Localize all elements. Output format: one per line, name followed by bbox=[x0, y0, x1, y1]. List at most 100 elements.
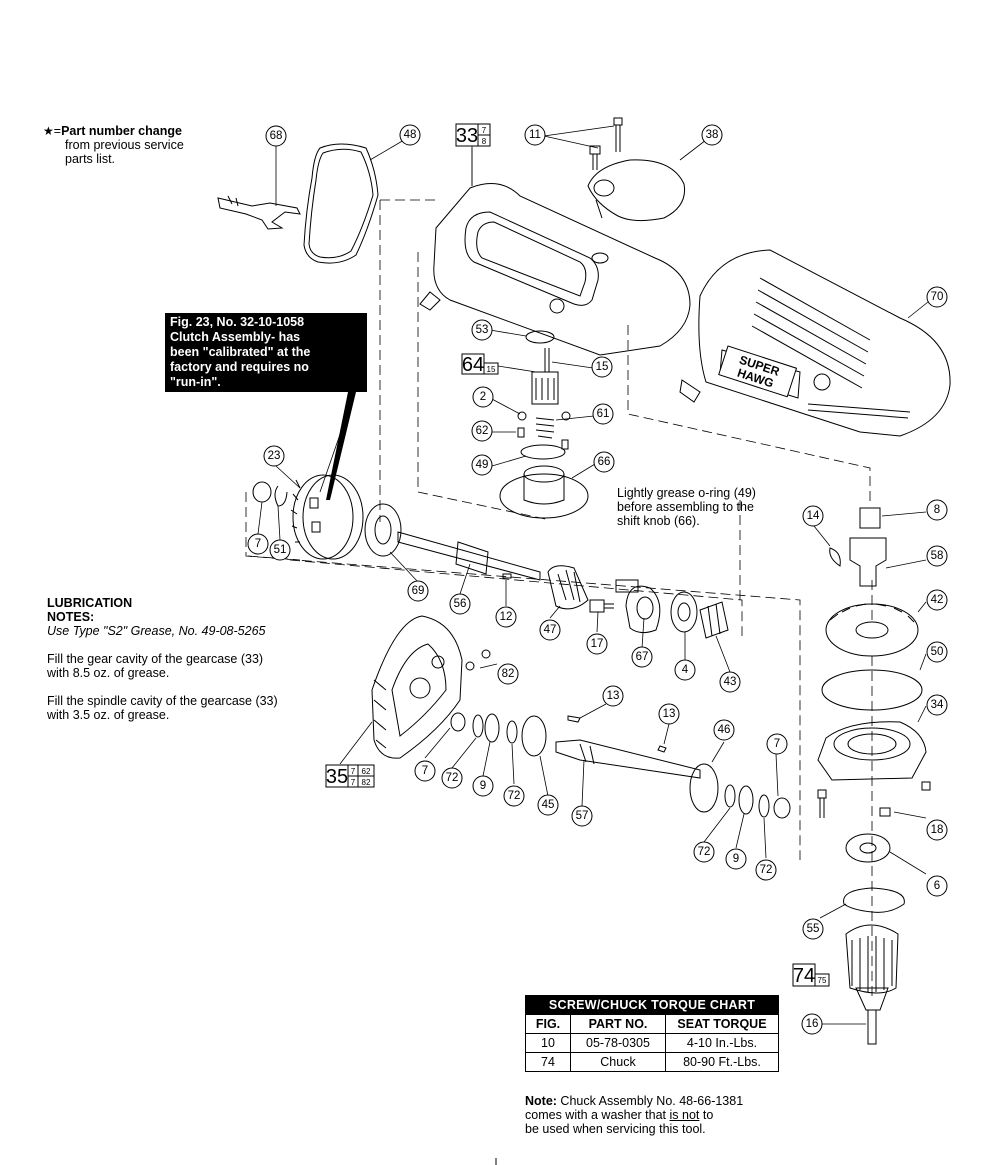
svg-text:61: 61 bbox=[597, 408, 610, 420]
callout-55: 55 bbox=[802, 918, 824, 940]
callout-72-d: 72 bbox=[755, 859, 777, 881]
callout-38: 38 bbox=[701, 124, 723, 146]
svg-text:4: 4 bbox=[682, 664, 689, 676]
table-cell: 4-10 In.-Lbs. bbox=[665, 1033, 779, 1053]
svg-text:45: 45 bbox=[542, 799, 555, 811]
part-66-shift-knob-base bbox=[499, 465, 589, 519]
svg-text:23: 23 bbox=[268, 450, 281, 462]
svg-text:75: 75 bbox=[818, 976, 827, 985]
svg-text:70: 70 bbox=[931, 291, 944, 303]
callout-53: 53 bbox=[471, 319, 493, 341]
ref-box-74: 74 75 bbox=[792, 963, 830, 987]
svg-text:62: 62 bbox=[476, 425, 489, 437]
clutch-note-line-3: been "calibrated" at the bbox=[170, 345, 311, 359]
clutch-calibration-note: Fig. 23, No. 32-10-1058 Clutch Assembly-… bbox=[165, 313, 367, 392]
legend-title: Part number change bbox=[61, 124, 182, 138]
chuck-note-emphasis: is not bbox=[669, 1108, 700, 1122]
callout-67: 67 bbox=[631, 646, 653, 668]
svg-text:33: 33 bbox=[456, 125, 478, 147]
callout-23: 23 bbox=[263, 445, 285, 467]
svg-text:7: 7 bbox=[255, 538, 261, 550]
torque-header-part-no: PART NO. bbox=[570, 1014, 666, 1034]
chuck-note-text-3: to bbox=[699, 1108, 714, 1122]
callout-43: 43 bbox=[719, 671, 741, 693]
callout-9-b: 9 bbox=[725, 848, 747, 870]
svg-text:15: 15 bbox=[487, 365, 496, 374]
svg-text:7: 7 bbox=[774, 738, 780, 750]
svg-text:62: 62 bbox=[362, 767, 371, 776]
table-cell: 74 bbox=[525, 1052, 571, 1072]
legend-line-3: parts list. bbox=[65, 152, 116, 166]
clutch-note-line-5: "run-in". bbox=[170, 375, 221, 389]
ref-box-64: 64 15 bbox=[461, 353, 499, 376]
part-6-bearing bbox=[845, 833, 891, 863]
callout-68: 68 bbox=[265, 125, 287, 147]
chuck-note-text-1: Chuck Assembly No. 48-66-1381 bbox=[556, 1094, 744, 1108]
callout-72-a: 72 bbox=[441, 767, 463, 789]
svg-text:42: 42 bbox=[931, 594, 944, 606]
torque-header-fig: FIG. bbox=[525, 1014, 571, 1034]
svg-text:51: 51 bbox=[274, 544, 287, 556]
svg-text:15: 15 bbox=[596, 361, 609, 373]
svg-text:18: 18 bbox=[931, 824, 944, 836]
legend-equals: = bbox=[53, 124, 62, 138]
svg-text:46: 46 bbox=[718, 724, 731, 736]
callout-70: 70 bbox=[926, 286, 948, 308]
clutch-note-line-1: Fig. 23, No. 32-10-1058 bbox=[170, 315, 305, 329]
callout-62: 62 bbox=[471, 420, 493, 442]
callout-66: 66 bbox=[593, 451, 615, 473]
svg-text:43: 43 bbox=[724, 676, 737, 688]
grease-note-line-2: before assembling to the bbox=[617, 500, 754, 514]
svg-text:17: 17 bbox=[591, 638, 604, 650]
callout-7-right: 7 bbox=[766, 733, 788, 755]
svg-text:53: 53 bbox=[476, 324, 489, 336]
svg-text:68: 68 bbox=[270, 130, 283, 142]
gear-cavity-line-2: with 8.5 oz. of grease. bbox=[47, 666, 170, 680]
callout-13-left: 13 bbox=[602, 685, 624, 707]
clutch-note-line-4: factory and requires no bbox=[170, 360, 309, 374]
spindle-cavity-line-1: Fill the spindle cavity of the gearcase … bbox=[47, 694, 278, 708]
part-35-gearcase-cover bbox=[371, 615, 463, 759]
part-57-spindle bbox=[555, 739, 701, 779]
part-68-clip bbox=[217, 195, 301, 230]
callout-11: 11 bbox=[524, 124, 546, 146]
callout-17: 17 bbox=[586, 633, 608, 655]
part-4-bearing bbox=[670, 591, 698, 633]
chuck-note-text-2: comes with a washer that bbox=[525, 1108, 670, 1122]
housing-badge: SUPER HAWG bbox=[718, 345, 798, 398]
svg-text:82: 82 bbox=[362, 778, 371, 787]
part-33-gearcase bbox=[419, 183, 691, 356]
grease-note-line-3: shift knob (66). bbox=[617, 514, 700, 528]
o-ring-grease-note: Lightly grease o-ring (49) before assemb… bbox=[617, 486, 779, 528]
callout-12: 12 bbox=[495, 606, 517, 628]
clutch-note-line-2: Clutch Assembly- has bbox=[170, 330, 301, 344]
part-70-motor-housing bbox=[679, 249, 951, 437]
callout-13-right: 13 bbox=[658, 703, 680, 725]
svg-text:7: 7 bbox=[351, 767, 356, 776]
torque-chart-table: SCREW/CHUCK TORQUE CHART FIG. PART NO. S… bbox=[525, 995, 779, 1072]
svg-text:38: 38 bbox=[706, 129, 719, 141]
table-row: 10 05-78-0305 4-10 In.-Lbs. bbox=[525, 1033, 779, 1053]
svg-text:9: 9 bbox=[480, 780, 486, 792]
part-48-gasket bbox=[303, 143, 379, 264]
part-58-pinion-shaft bbox=[849, 537, 887, 587]
svg-text:8: 8 bbox=[482, 137, 487, 146]
callout-48: 48 bbox=[399, 124, 421, 146]
callout-15: 15 bbox=[591, 356, 613, 378]
svg-text:7: 7 bbox=[482, 126, 487, 135]
callout-46: 46 bbox=[713, 719, 735, 741]
part-74-chuck bbox=[845, 924, 899, 1011]
part-53-retaining-ring bbox=[525, 330, 555, 344]
callout-82: 82 bbox=[497, 663, 519, 685]
svg-text:56: 56 bbox=[454, 598, 467, 610]
svg-text:72: 72 bbox=[760, 864, 773, 876]
svg-text:34: 34 bbox=[931, 699, 944, 711]
callout-42: 42 bbox=[926, 589, 948, 611]
svg-text:16: 16 bbox=[806, 1018, 819, 1030]
svg-text:58: 58 bbox=[931, 550, 944, 562]
part-46-gear bbox=[689, 763, 719, 813]
callout-49: 49 bbox=[471, 454, 493, 476]
svg-text:6: 6 bbox=[934, 880, 940, 892]
svg-text:55: 55 bbox=[807, 923, 820, 935]
